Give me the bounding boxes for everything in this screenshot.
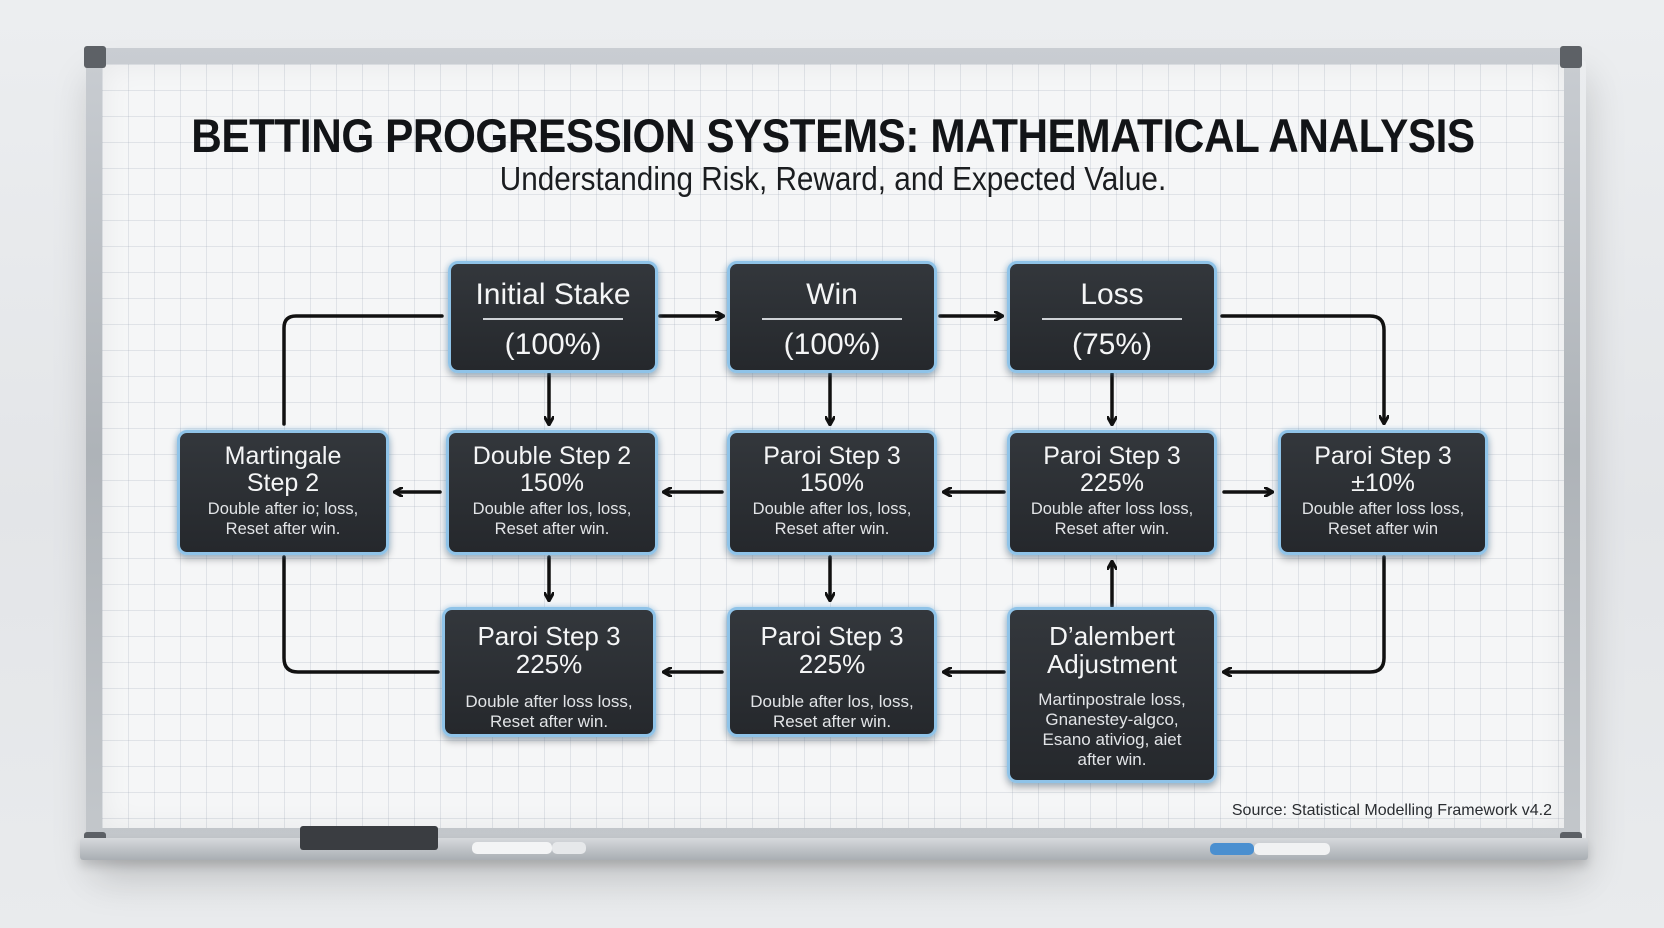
node-value: (75%) — [1071, 328, 1153, 361]
marker[interactable] — [1210, 843, 1254, 855]
divider — [483, 318, 623, 320]
frame-corner — [1560, 46, 1582, 68]
node-description: Double after io; loss,Reset after win. — [207, 500, 359, 538]
connector-martingale-to-bottom — [282, 555, 440, 674]
arrow-right-to-dalembert — [1224, 555, 1386, 672]
node-description: Martinpostrale loss,Gnanestey-algco,Esan… — [1038, 690, 1186, 769]
node-value: (100%) — [504, 328, 602, 361]
win-node[interactable]: Win (100%) — [727, 261, 937, 373]
node-title: Initial Stake — [475, 278, 631, 311]
marker[interactable] — [552, 842, 586, 854]
divider — [762, 318, 902, 320]
node-description: Double after los, loss,Reset after win. — [472, 500, 632, 538]
marker[interactable] — [472, 842, 552, 854]
node-value: (100%) — [783, 328, 881, 361]
diagram-subtitle: Understanding Risk, Reward, and Expected… — [499, 160, 1167, 197]
diagram-title: BETTING PROGRESSION SYSTEMS: MATHEMATICA… — [191, 109, 1475, 162]
paroi-step-3-10-node[interactable]: Paroi Step 3±10% Double after loss loss,… — [1278, 430, 1488, 555]
loss-node[interactable]: Loss (75%) — [1007, 261, 1217, 373]
marker[interactable] — [1254, 843, 1330, 855]
frame-corner — [84, 46, 106, 68]
eraser[interactable] — [300, 826, 438, 850]
node-description: Double after los, loss,Reset after win. — [752, 500, 912, 538]
source-note: Source: Statistical Modelling Framework … — [1231, 802, 1552, 819]
node-title: Loss — [1080, 278, 1144, 311]
node-description: Double after loss loss,Reset after win. — [465, 692, 633, 731]
initial-stake-node[interactable]: Initial Stake (100%) — [448, 261, 658, 373]
node-title: Paroi Step 3±10% — [1314, 442, 1452, 497]
arrow-loss-to-right — [1220, 314, 1384, 423]
node-description: Double after loss loss,Reset after win. — [1030, 500, 1194, 538]
divider — [1042, 318, 1182, 320]
node-description: Double after los, loss,Reset after win. — [750, 692, 914, 731]
node-description: Double after loss loss,Reset after win — [1301, 500, 1465, 538]
connector-initial-to-martingale — [282, 314, 444, 426]
node-title: Win — [806, 278, 858, 311]
